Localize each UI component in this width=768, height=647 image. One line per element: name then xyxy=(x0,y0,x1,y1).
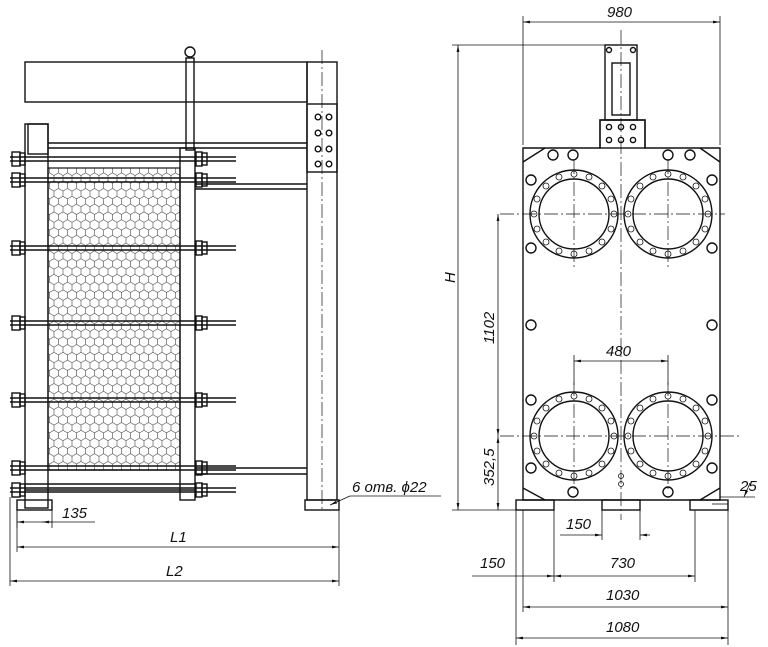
dim-1102-label: 1102 xyxy=(481,311,498,344)
side-view: 135 L1 L2 6 отв. ϕ22 xyxy=(9,46,441,586)
holes-note: 6 отв. ϕ22 xyxy=(329,479,441,506)
foot-right xyxy=(304,499,340,511)
dim-25: 25 xyxy=(712,478,757,505)
dim-352-5-label: 352,5 xyxy=(481,448,498,486)
front-foot-middle xyxy=(601,499,641,511)
dim-150-left: 150 xyxy=(472,510,555,645)
dim-730: 730 xyxy=(554,510,696,582)
tie-bolt-icon xyxy=(10,151,236,167)
dim-980: 980 xyxy=(522,4,721,145)
dim-980-label: 980 xyxy=(607,4,633,21)
front-foot-right xyxy=(689,499,729,511)
tie-bolt-nut-icon xyxy=(525,149,718,498)
dim-L1-label: L1 xyxy=(170,529,187,546)
dim-150-left-label: 150 xyxy=(480,555,506,572)
dim-135-label: 135 xyxy=(62,505,88,522)
dim-1030-label: 1030 xyxy=(606,587,640,604)
hanger-lug-icon xyxy=(184,46,196,58)
dim-25-label: 25 xyxy=(739,478,757,495)
plate-pack xyxy=(47,167,181,471)
tie-bolts xyxy=(10,151,236,498)
dim-150-inner-label: 150 xyxy=(566,516,592,533)
dim-H-label: H xyxy=(442,272,459,283)
column-bracket xyxy=(306,103,338,173)
front-foot-left xyxy=(515,499,555,511)
frame-plate-outline xyxy=(522,119,721,501)
dim-352-5: 352,5 xyxy=(481,436,500,510)
dim-L1: L1 xyxy=(16,510,340,552)
holes-note-label: 6 отв. ϕ22 xyxy=(352,479,427,496)
dim-L2: L2 xyxy=(9,497,340,586)
dim-1102: 1102 xyxy=(481,214,500,436)
pressure-plate xyxy=(179,147,196,501)
dim-480-label: 480 xyxy=(606,343,632,360)
dim-H: H xyxy=(442,44,605,511)
dim-1080-label: 1080 xyxy=(606,619,640,636)
front-view: 980 H 1102 352,5 480 xyxy=(442,4,757,645)
dim-150-inner: 150 xyxy=(560,510,650,540)
dim-480: 480 xyxy=(573,343,669,385)
bracket-bolt-icon xyxy=(314,113,333,168)
pressure-plate-hanger xyxy=(185,57,195,151)
dim-730-label: 730 xyxy=(610,555,636,572)
dim-L2-label: L2 xyxy=(166,563,183,580)
top-carrying-bar xyxy=(24,61,308,103)
dim-1030: 1030 xyxy=(522,510,729,645)
dim-1080: 1080 xyxy=(516,619,728,640)
foot-left xyxy=(16,499,53,511)
